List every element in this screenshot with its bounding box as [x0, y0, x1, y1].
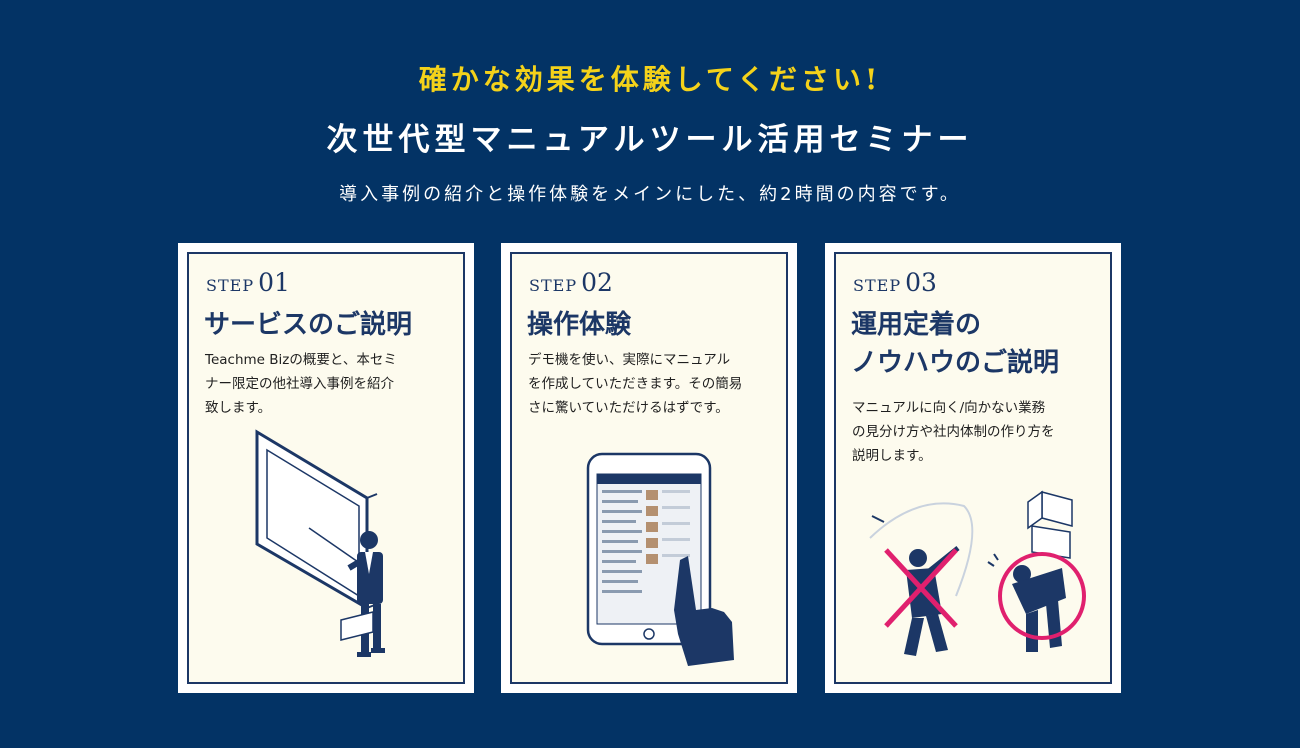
tablet-hand-icon [586, 452, 734, 666]
card-title-2: 操作体験 [527, 310, 632, 340]
subtitle: 導入事例の紹介と操作体験をメインにした、約2時間の内容です。 [339, 184, 961, 205]
card-desc-1: Teachme Bizの概要と、本セミ ナー限定の他社導入事例を紹介 致します。 [205, 352, 397, 416]
step-number: 03 [905, 268, 937, 297]
step-word: STEP [206, 276, 255, 295]
step-word: STEP [529, 276, 578, 295]
card-title-3: 運用定着の ノウハウのご説明 [851, 310, 1060, 378]
headline: 確かな効果を体験してください! [418, 63, 882, 96]
step-number: 02 [581, 268, 613, 297]
card-title-1: サービスのご説明 [204, 310, 413, 340]
presenter-whiteboard-icon [255, 429, 385, 657]
step-number: 01 [258, 268, 290, 297]
golfer-vs-carrier-icon [869, 490, 1086, 656]
step-word: STEP [853, 276, 902, 295]
page-title: 次世代型マニュアルツール活用セミナー [326, 122, 974, 158]
card-desc-3: マニュアルに向く/向かない業務 の見分け方や社内体制の作り方を 説明します。 [852, 400, 1055, 464]
card-desc-2: デモ機を使い、実際にマニュアル を作成していただきます。その簡易 さに驚いていた… [528, 352, 743, 416]
